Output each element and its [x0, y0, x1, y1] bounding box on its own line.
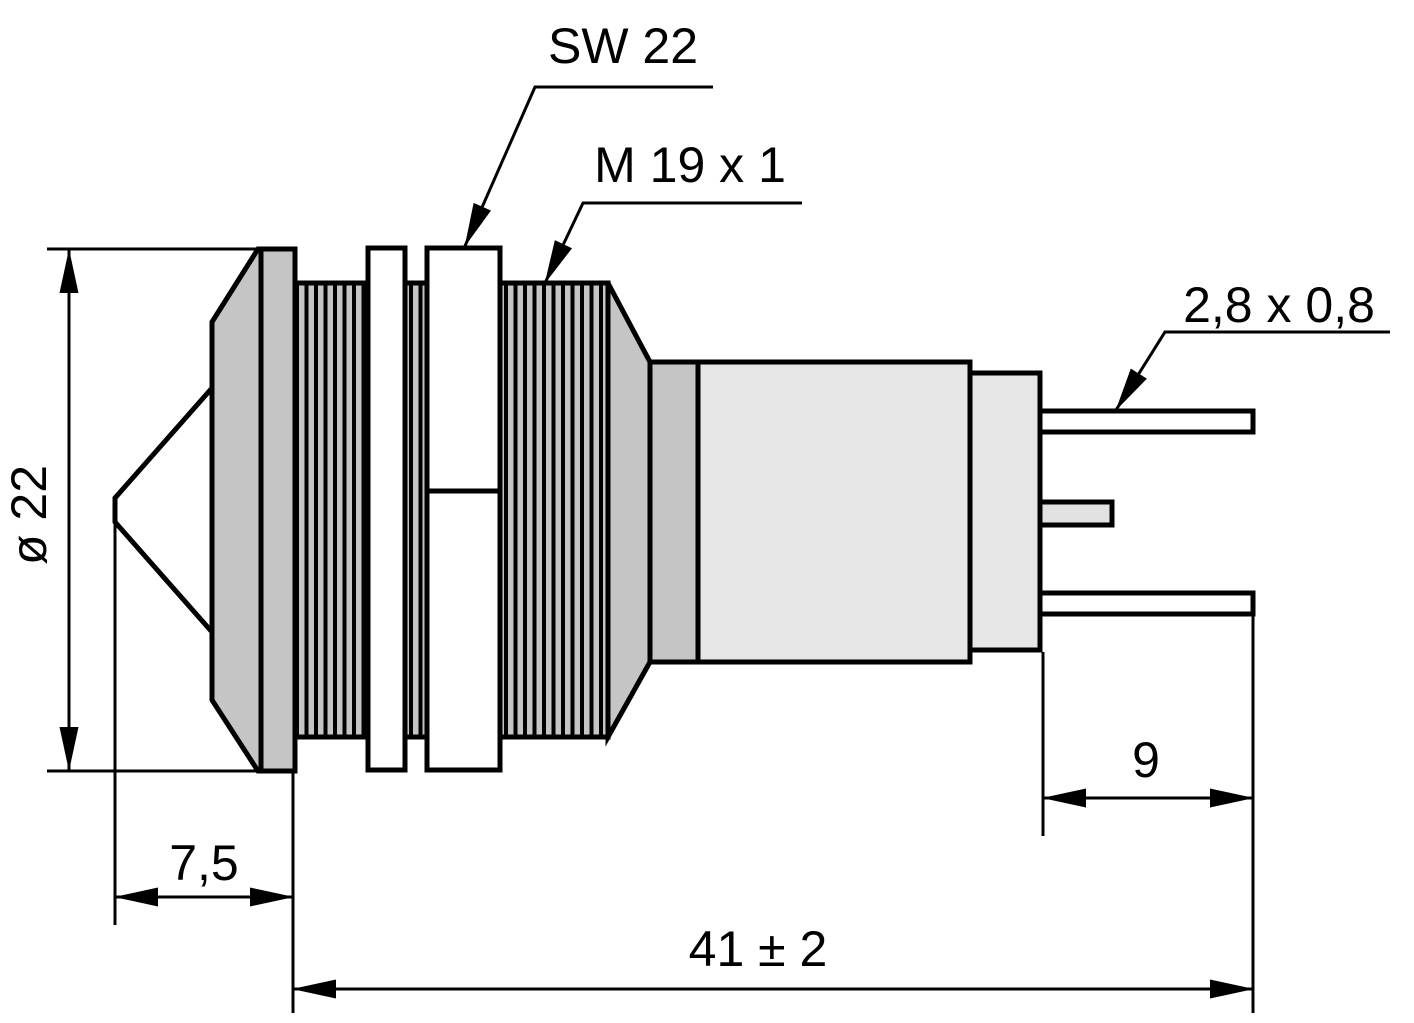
hex-nut	[424, 245, 503, 773]
label-front-diameter: ø 22	[1, 465, 57, 565]
leader-terminal-size	[1114, 330, 1390, 411]
terminal-pin-middle	[1037, 499, 1115, 528]
leader-thread-spec	[543, 201, 802, 284]
taper-section	[605, 281, 653, 747]
front-bezel	[209, 246, 298, 774]
rear-housing-body	[695, 359, 973, 665]
label-bezel-depth: 7,5	[169, 835, 239, 891]
terminal-pin-top	[1037, 408, 1256, 435]
terminal-pin-bottom	[1037, 590, 1256, 617]
rear-collar	[647, 359, 701, 665]
label-terminal-size: 2,8 x 0,8	[1183, 277, 1375, 333]
rear-housing-step	[967, 370, 1043, 653]
lens-cone	[112, 386, 214, 634]
label-total-length: 41 ± 2	[689, 921, 828, 977]
label-terminal-length: 9	[1132, 732, 1160, 788]
leader-wrench-size	[463, 85, 713, 247]
label-wrench-size: SW 22	[548, 18, 698, 74]
washer	[365, 245, 408, 773]
label-thread-spec: M 19 x 1	[594, 137, 786, 193]
